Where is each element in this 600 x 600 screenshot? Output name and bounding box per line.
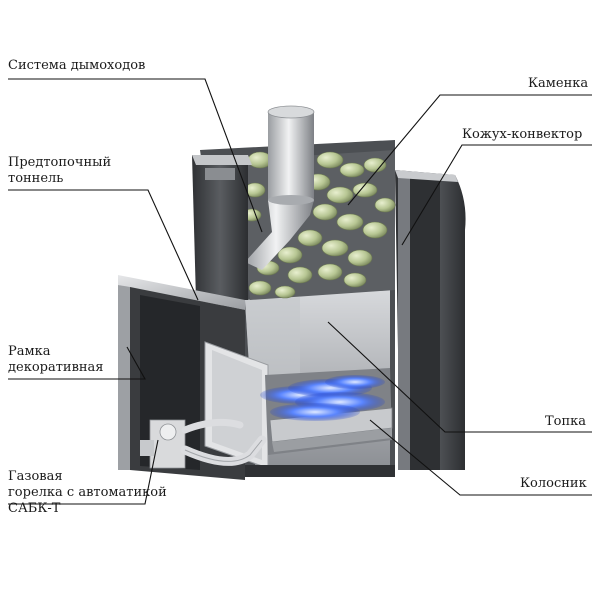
leader-burner bbox=[8, 439, 159, 505]
leader-grate bbox=[369, 419, 592, 496]
gas-burner bbox=[140, 418, 267, 469]
leader-frame bbox=[8, 346, 146, 380]
leader-casing bbox=[401, 144, 592, 246]
label-casing-convector: Кожух-конвектор bbox=[462, 127, 583, 142]
firebox-door bbox=[204, 341, 269, 469]
chimney-system bbox=[245, 105, 315, 270]
leader-chimney bbox=[8, 78, 263, 233]
leader-lines bbox=[8, 78, 592, 505]
label-decorative-frame: Рамка декоративная bbox=[8, 344, 104, 375]
stove-base bbox=[245, 465, 395, 477]
casing-convector bbox=[395, 170, 466, 470]
leader-firebox bbox=[327, 321, 592, 433]
label-grate: Колосник bbox=[520, 476, 587, 491]
label-gas-burner: Газовая горелка с автоматикой САБК-Т bbox=[8, 469, 167, 516]
label-heater-stones: Каменка bbox=[528, 76, 589, 91]
label-chimney-system: Система дымоходов bbox=[8, 58, 146, 73]
leader-tunnel bbox=[8, 189, 199, 301]
label-pre-firebox-tunnel: Предтопочный тоннель bbox=[8, 155, 112, 186]
leader-stones bbox=[347, 94, 592, 206]
pre-firebox-tunnel bbox=[192, 155, 252, 300]
burner-flames bbox=[260, 375, 385, 421]
label-firebox: Топка bbox=[545, 414, 587, 429]
